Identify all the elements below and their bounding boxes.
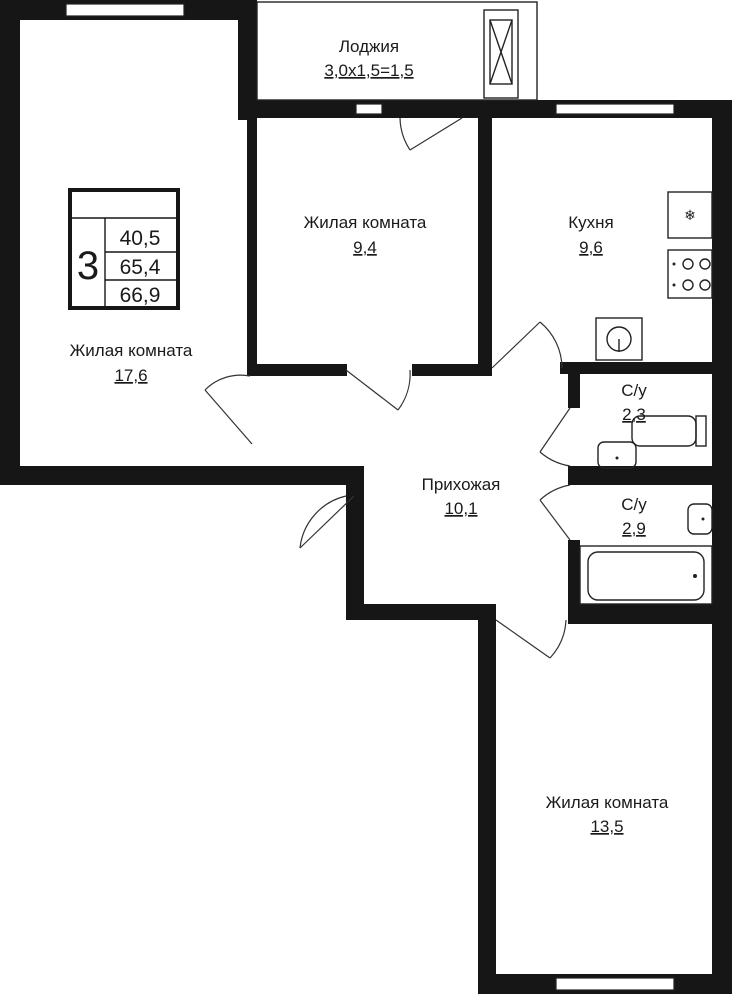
room-area: 9,6 (579, 238, 603, 257)
area-total: 65,4 (120, 256, 161, 279)
doors (204, 117, 571, 659)
area-total-loggia: 66,9 (120, 284, 161, 307)
room-area: 10,1 (444, 499, 477, 518)
room-label: Прихожая (422, 475, 501, 494)
bath2-sink-icon (687, 503, 713, 535)
room-loggia: Лоджия 3,0х1,5=1,5 (324, 37, 413, 80)
room-label: Жилая комната (70, 341, 193, 360)
windows (65, 3, 675, 991)
svg-text:❄: ❄ (684, 208, 696, 224)
stove-icon (667, 249, 713, 299)
room-living-1: Жилая комната 17,6 (70, 341, 193, 385)
room-living-2: Жилая комната 9,4 (304, 213, 427, 257)
bath1-sink-icon (597, 441, 637, 469)
room-bath-1: С/у 2,3 (621, 381, 647, 424)
room-area: 3,0х1,5=1,5 (324, 61, 413, 80)
room-area: 17,6 (114, 366, 147, 385)
room-label: Жилая комната (546, 793, 669, 812)
room-area: 9,4 (353, 238, 377, 257)
room-label: Лоджия (339, 37, 399, 56)
room-label: Кухня (568, 213, 614, 232)
room-area: 13,5 (590, 817, 623, 836)
window-kitchen (555, 103, 675, 115)
window-big-room (65, 3, 185, 17)
window-room-13 (555, 977, 675, 991)
room-living-3: Жилая комната 13,5 (546, 793, 669, 836)
room-hall: Прихожая 10,1 (422, 475, 501, 518)
room-area: 2,3 (622, 405, 646, 424)
sink-icon (595, 317, 643, 361)
room-kitchen: Кухня 9,6 (568, 213, 614, 257)
window-loggia (355, 103, 383, 115)
area-living: 40,5 (120, 227, 161, 250)
room-area: 2,9 (622, 519, 646, 538)
room-label: С/у (621, 381, 647, 400)
bathtub-icon (579, 545, 713, 605)
toilet-icon (631, 415, 707, 447)
room-label: С/у (621, 495, 647, 514)
snowflake-icon: ❄ (667, 191, 713, 239)
rooms-count: 3 (77, 244, 99, 288)
room-label: Жилая комната (304, 213, 427, 232)
room-bath-2: С/у 2,9 (621, 495, 647, 538)
apartment-badge: 3 40,5 65,4 66,9 (68, 188, 180, 310)
